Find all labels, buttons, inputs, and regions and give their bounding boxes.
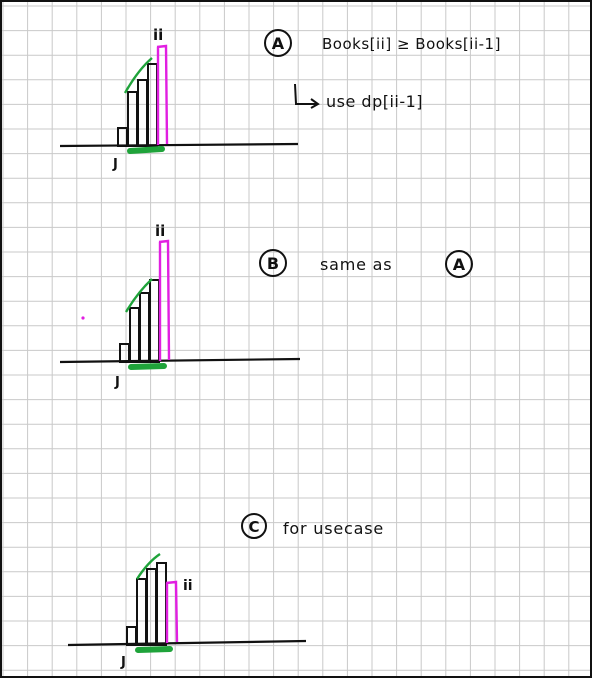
label-j-b: J	[114, 375, 120, 390]
bar-c-1	[126, 626, 137, 646]
pink-bar-a	[156, 44, 169, 145]
marker-b-letter: B	[267, 254, 279, 273]
bar-c-2	[136, 578, 147, 646]
marker-c-circle	[241, 513, 267, 539]
marker-b-ref-circle	[445, 250, 473, 278]
pink-dot-b	[81, 316, 85, 320]
note-a-line1: Books[ii] ≥ Books[ii-1]	[322, 35, 501, 53]
green-base-c	[135, 646, 173, 653]
bar-a-4	[147, 63, 158, 147]
marker-a-circle	[264, 29, 292, 57]
note-b-text: same as	[320, 255, 392, 274]
note-b: B same as A	[259, 249, 473, 278]
baseline-a	[59, 142, 299, 148]
label-ii-b: ii	[155, 222, 165, 240]
diagram-b: ii J	[59, 222, 301, 390]
bar-b-4	[149, 279, 160, 363]
note-c: C for usecase	[241, 513, 384, 539]
baseline-b	[59, 357, 301, 364]
bar-c-4	[156, 562, 167, 646]
bar-b-3	[139, 292, 150, 363]
green-base-b	[128, 363, 167, 370]
diagram-c: ii J	[67, 553, 307, 670]
bar-a-3	[137, 79, 148, 147]
green-base-a	[127, 146, 165, 154]
pink-bar-b	[158, 239, 171, 361]
arrow-a	[294, 83, 320, 109]
note-a-line2: use dp[ii-1]	[326, 92, 423, 111]
marker-b-ref-letter: A	[453, 255, 466, 274]
label-j-c: J	[120, 655, 126, 670]
note-c-text: for usecase	[283, 519, 384, 538]
bar-b-1	[119, 343, 130, 363]
pink-bar-c	[165, 580, 179, 643]
bar-b-2	[129, 307, 140, 363]
label-j-a: J	[112, 157, 118, 172]
label-ii-a: ii	[153, 26, 163, 44]
marker-c-letter: C	[248, 518, 259, 536]
green-trend-a	[123, 57, 153, 94]
baseline-c	[67, 639, 307, 647]
bar-a-2	[127, 91, 138, 147]
note-a: A Books[ii] ≥ Books[ii-1] use dp[ii-1]	[264, 29, 501, 111]
diagram-a: ii J	[59, 26, 299, 172]
bar-c-3	[146, 568, 157, 646]
label-ii-c: ii	[183, 578, 193, 594]
green-trend-b	[124, 278, 153, 313]
marker-a-letter: A	[272, 34, 285, 53]
marker-b-circle	[259, 249, 287, 277]
green-trend-c	[135, 553, 161, 580]
